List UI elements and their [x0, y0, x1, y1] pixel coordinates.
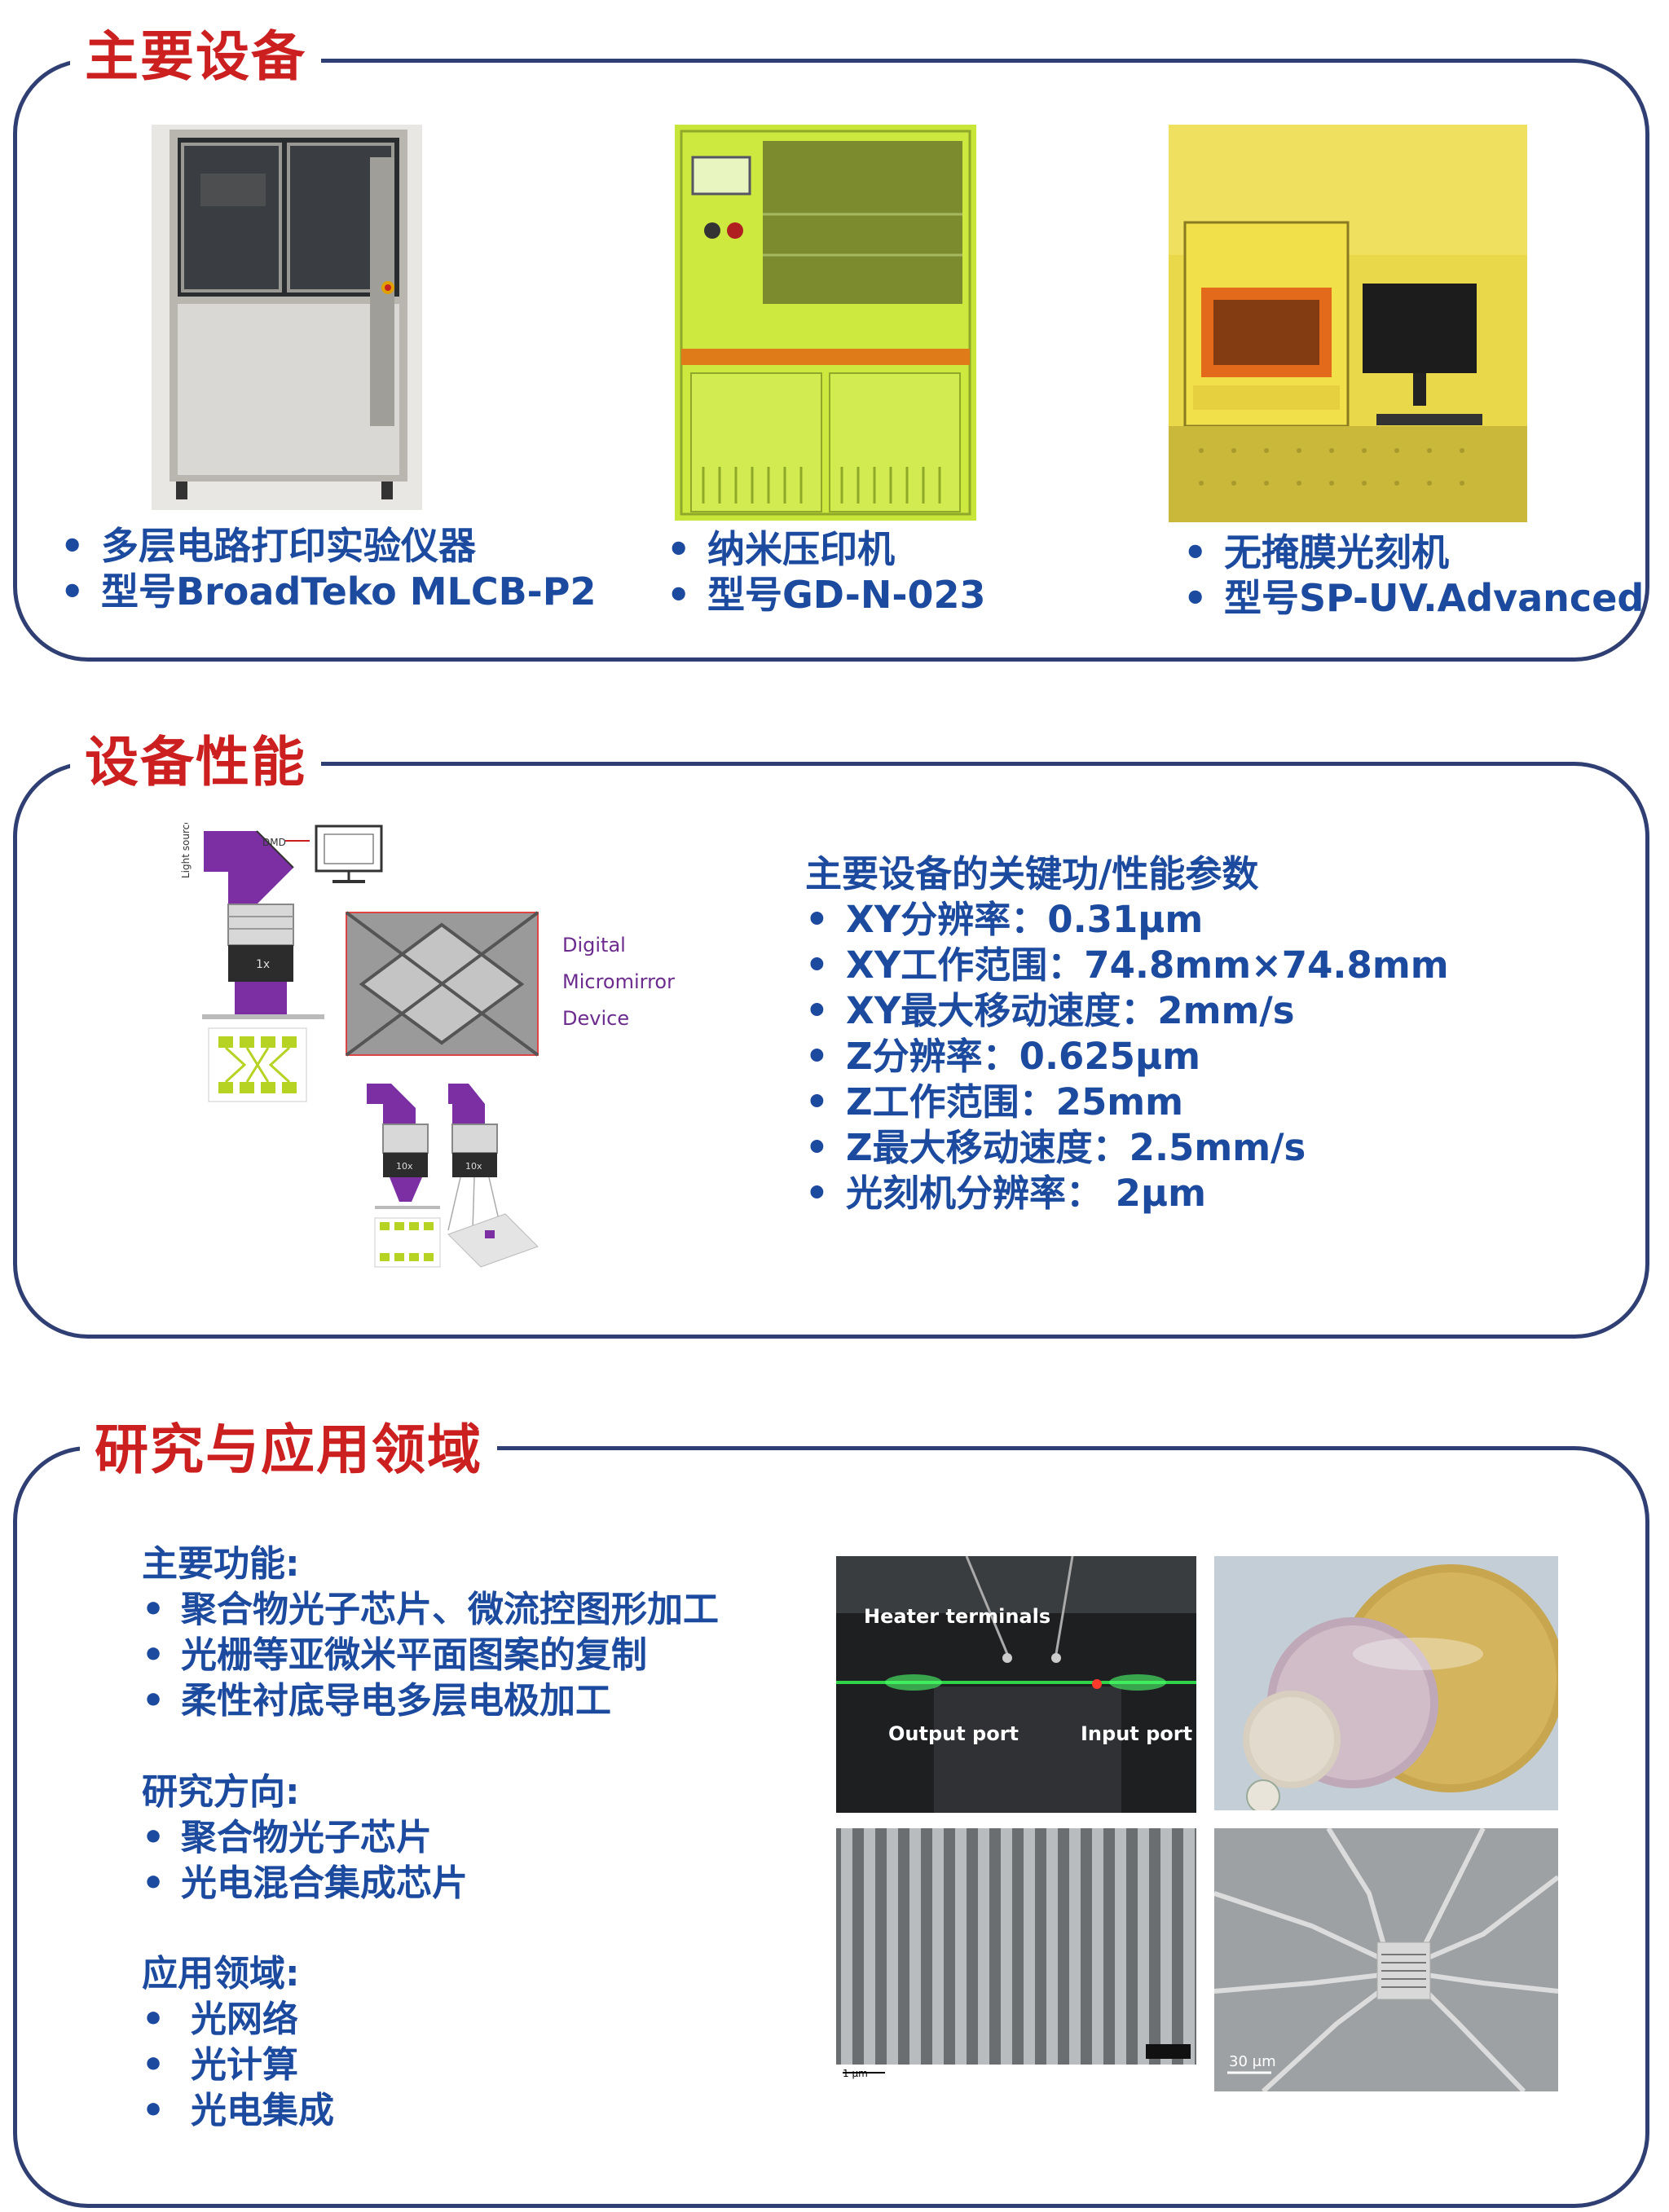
functions-heading: 主要功能: — [142, 1543, 300, 1585]
research-section-title: 研究与应用领域 — [80, 1418, 497, 1483]
grating-scale-label: 1 μm — [843, 2068, 868, 2079]
heater-terminals-label: Heater terminals — [864, 1605, 1051, 1628]
dmd-caption-1: Digital — [562, 934, 626, 956]
spec-item: Z最大移动速度：2.5mm/s — [805, 1125, 1449, 1171]
equipment-model: 型号BroadTeko MLCB-P2 — [60, 569, 596, 614]
lens-10x-b-label: 10x — [465, 1161, 482, 1172]
research-photo-grating-sem: 1 μm — [836, 1828, 1196, 2091]
applications-heading: 应用领域: — [142, 1953, 300, 1994]
application-item: 光电集成 — [142, 2088, 334, 2134]
electrode-scale-label: 30 μm — [1229, 2053, 1276, 2070]
spec-item: Z分辨率：0.625μm — [805, 1034, 1449, 1080]
applications-list: 光网络 光计算 光电集成 — [142, 1997, 334, 2134]
research-photo-electrode-sem: 30 μm — [1214, 1828, 1558, 2091]
equipment-model: 型号SP-UV.Advanced — [1183, 575, 1644, 621]
function-item: 柔性衬底导电多层电极加工 — [142, 1678, 719, 1724]
equipment-photo-mlcb — [152, 125, 422, 510]
equipment-name: 无掩膜光刻机 — [1183, 530, 1644, 575]
equipment-caption-3: 无掩膜光刻机 型号SP-UV.Advanced — [1183, 530, 1644, 621]
equipment-photo-imprinter — [675, 125, 976, 521]
application-item: 光计算 — [142, 2043, 334, 2088]
dmd-caption-3: Device — [562, 1007, 630, 1030]
spec-item: XY最大移动速度：2mm/s — [805, 988, 1449, 1034]
function-item: 聚合物光子芯片、微流控图形加工 — [142, 1587, 719, 1633]
spec-item: XY工作范围：74.8mm×74.8mm — [805, 943, 1449, 988]
spec-item: 光刻机分辨率： 2μm — [805, 1171, 1449, 1216]
equipment-name: 多层电路打印实验仪器 — [60, 523, 596, 569]
light-source-label: Light source — [180, 823, 192, 878]
direction-item: 光电混合集成芯片 — [142, 1861, 468, 1906]
function-item: 光栅等亚微米平面图案的复制 — [142, 1633, 719, 1678]
input-port-label: Input port — [1081, 1722, 1193, 1745]
direction-item: 聚合物光子芯片 — [142, 1815, 468, 1861]
dmd-caption-2: Micromirror — [562, 970, 675, 993]
performance-section-title: 设备性能 — [70, 730, 321, 795]
equipment-caption-1: 多层电路打印实验仪器 型号BroadTeko MLCB-P2 — [60, 523, 596, 614]
directions-list: 聚合物光子芯片 光电混合集成芯片 — [142, 1815, 468, 1906]
equipment-caption-2: 纳米压印机 型号GD-N-023 — [667, 526, 986, 618]
dmd-schematic: Light source DMD 1x — [179, 818, 675, 1287]
equipment-model: 型号GD-N-023 — [667, 572, 986, 618]
application-item: 光网络 — [142, 1997, 334, 2043]
equipment-photo-lithography — [1169, 125, 1527, 522]
lens-1x-label: 1x — [256, 958, 270, 971]
functions-list: 聚合物光子芯片、微流控图形加工 光栅等亚微米平面图案的复制 柔性衬底导电多层电极… — [142, 1587, 719, 1724]
equipment-name: 纳米压印机 — [667, 526, 986, 572]
directions-heading: 研究方向: — [142, 1771, 300, 1813]
lens-10x-a-label: 10x — [396, 1161, 413, 1172]
performance-heading: 主要设备的关键功/性能参数 — [805, 852, 1259, 895]
dmd-label: DMD — [262, 837, 286, 848]
spec-list: XY分辨率：0.31μm XY工作范围：74.8mm×74.8mm XY最大移动… — [805, 897, 1449, 1216]
spec-item: Z工作范围：25mm — [805, 1080, 1449, 1125]
equipment-section-title: 主要设备 — [70, 24, 321, 90]
spec-item: XY分辨率：0.31μm — [805, 897, 1449, 943]
research-photo-photonic-chip: Heater terminals Output port Input port — [836, 1556, 1196, 1813]
research-photo-wafers — [1214, 1556, 1558, 1810]
output-port-label: Output port — [888, 1722, 1019, 1745]
